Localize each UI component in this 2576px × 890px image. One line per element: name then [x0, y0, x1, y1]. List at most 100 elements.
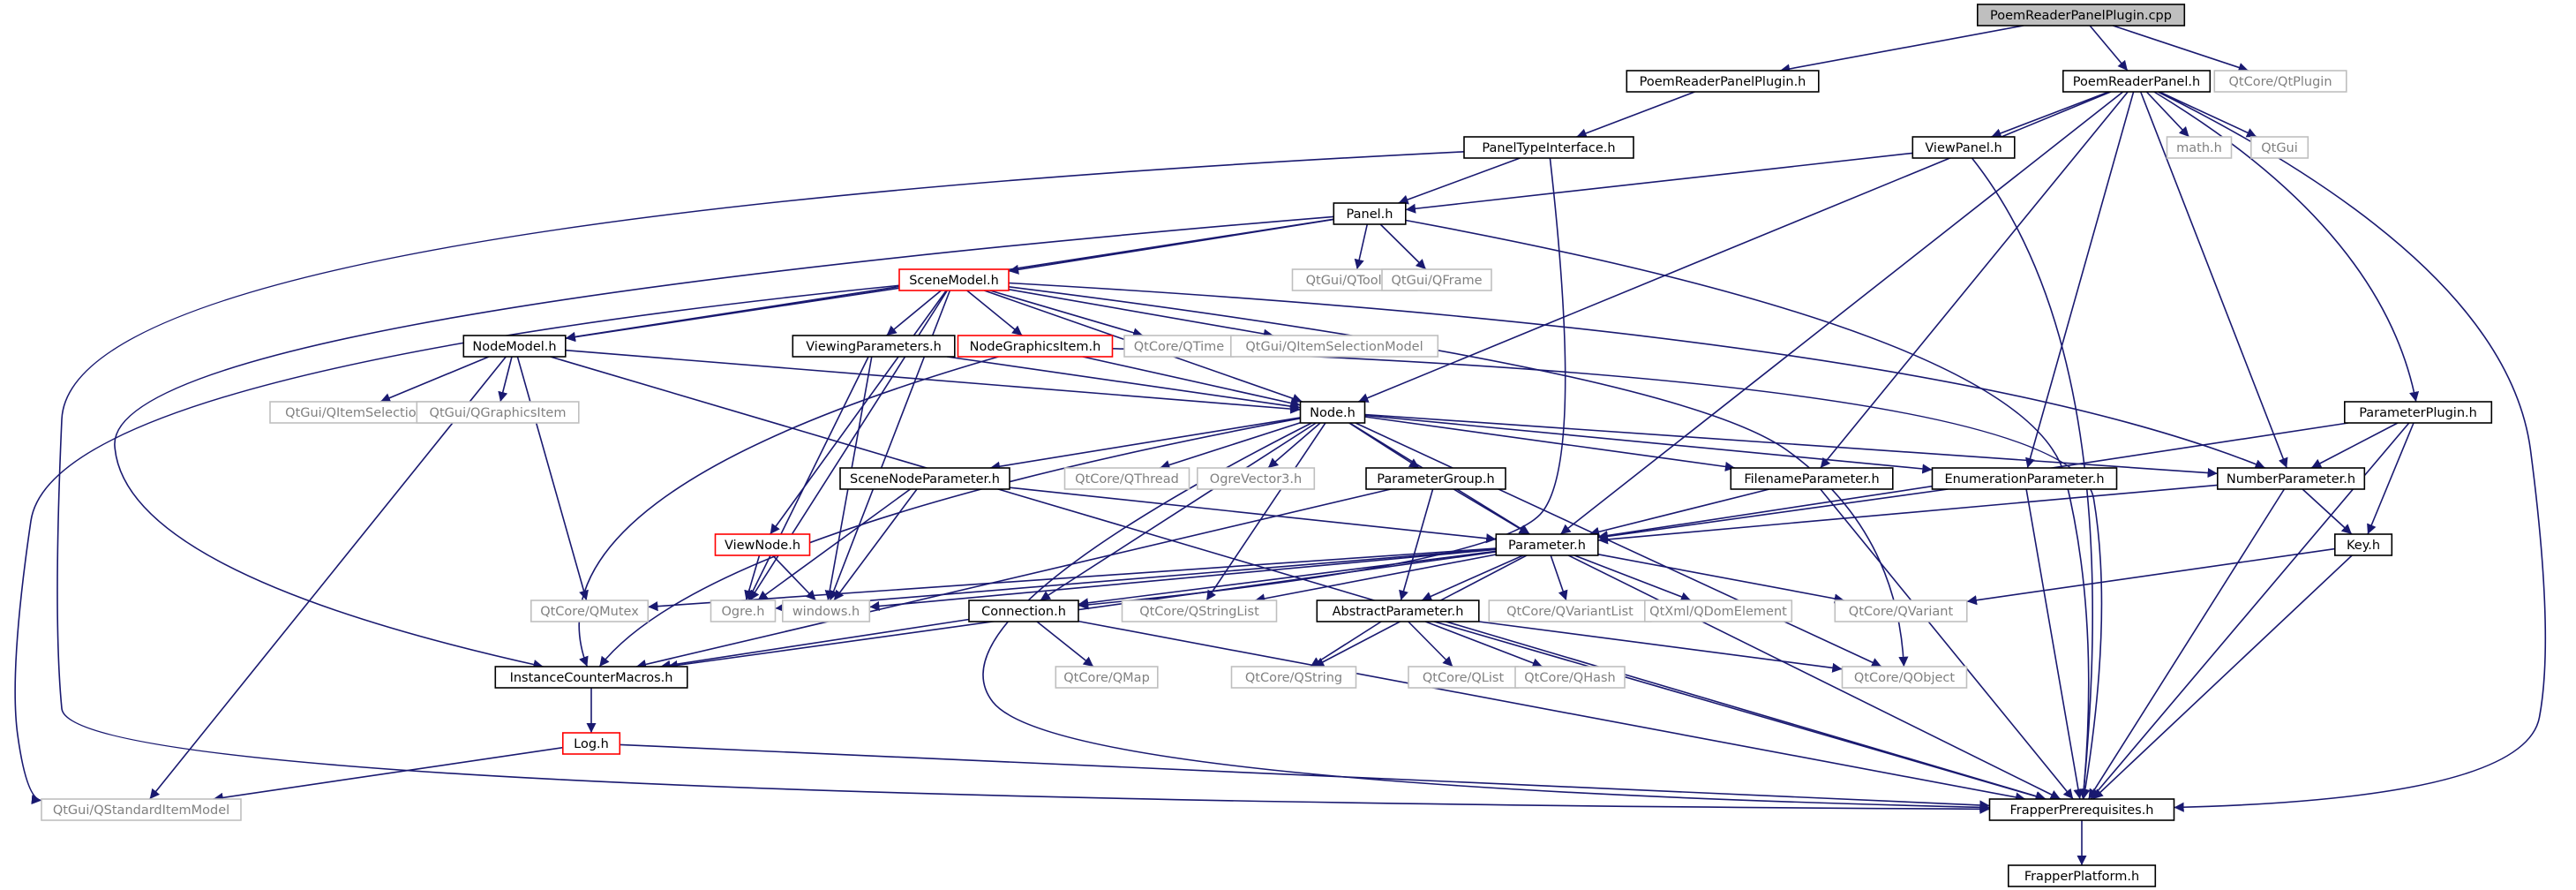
node-nodegraphicsitem-h[interactable]: NodeGraphicsItem.h: [957, 335, 1114, 358]
node-box: [1911, 136, 2016, 159]
edge-parameter_h-to-qtcore_qvariant: [1597, 554, 1844, 604]
node-frapperprerequisites-h[interactable]: FrapperPrerequisites.h: [1988, 798, 2175, 821]
node-qtgui[interactable]: QtGui: [2250, 136, 2309, 159]
edge-scenemodel_h-to-viewnode_h: [770, 290, 947, 535]
node-poemreaderpanelplugin-h[interactable]: PoemReaderPanelPlugin.h: [1626, 70, 1820, 93]
node-box: [1121, 600, 1278, 622]
node-label: PoemReaderPanel.h: [2073, 75, 2200, 89]
node-box: [1931, 467, 2118, 490]
edge-node_h-to-frapperprerequisites_h: [982, 422, 1990, 812]
node-scenemodel-h[interactable]: SceneModel.h: [898, 268, 1010, 291]
node-qtgui-qgraphicsitem[interactable]: QtGui/QGraphicsItem: [416, 401, 580, 424]
node-box: [1495, 533, 1599, 556]
node-box: [714, 533, 811, 556]
edge-abstractparameter_h-to-qtcore_qhash: [1424, 621, 1543, 668]
node-filenameparameter-h[interactable]: FilenameParameter.h: [1730, 467, 1894, 490]
edge-parametergroup_h-to-instancecountermacros_h: [635, 488, 1392, 669]
node-qtcore-qtplugin[interactable]: QtCore/QtPlugin: [2213, 70, 2347, 93]
edge-parameter_h-to-abstractparameter_h: [1421, 554, 1524, 601]
edge-connection_h-to-frapperprerequisites_h: [1078, 620, 2026, 803]
node-qtcore-qthread[interactable]: QtCore/QThread: [1063, 467, 1190, 490]
node-label: Parameter.h: [1508, 539, 1586, 553]
node-parameterplugin-h[interactable]: ParameterPlugin.h: [2344, 401, 2493, 424]
node-box: [839, 467, 1010, 490]
edge-scenemodel_h-to-viewingparameters_h: [886, 290, 942, 336]
node-numberparameter-h[interactable]: NumberParameter.h: [2217, 467, 2366, 490]
node-scenenodeparameter-h[interactable]: SceneNodeParameter.h: [839, 467, 1010, 490]
node-box: [1316, 600, 1480, 622]
node-viewnode-h[interactable]: ViewNode.h: [714, 533, 811, 556]
node-poemreaderpanelplugin-cpp[interactable]: PoemReaderPanelPlugin.cpp: [1977, 4, 2186, 26]
edge-parameter_h-to-qtcore_qstringlist: [1254, 554, 1497, 604]
node-qtcore-qstringlist[interactable]: QtCore/QStringList: [1121, 600, 1278, 622]
node-label: QtCore/QtPlugin: [2228, 75, 2332, 89]
node-label: QtGui/QToolBar: [1306, 274, 1404, 288]
node-label: SceneNodeParameter.h: [850, 472, 1000, 486]
node-qtcore-qstring[interactable]: QtCore/QString: [1230, 666, 1357, 689]
node-qtcore-qmap[interactable]: QtCore/QMap: [1055, 666, 1159, 689]
edge-connection_h-to-qtcore_qmap: [1036, 621, 1094, 668]
node-qtcore-qhash[interactable]: QtCore/QHash: [1514, 666, 1626, 689]
edge-connection_h-to-instancecountermacros_h: [660, 618, 970, 670]
node-label: QtCore/QVariantList: [1506, 605, 1633, 619]
node-poemreaderpanel-h[interactable]: PoemReaderPanel.h: [2062, 70, 2212, 93]
node-key-h[interactable]: Key.h: [2334, 533, 2393, 556]
node-viewpanel-h[interactable]: ViewPanel.h: [1911, 136, 2016, 159]
node-qtgui-qstandarditemmodel[interactable]: QtGui/QStandardItemModel: [41, 798, 242, 821]
node-label: QtGui/QFrame: [1391, 274, 1482, 288]
node-qtcore-qvariant[interactable]: QtCore/QVariant: [1834, 600, 1968, 622]
edge-panel_h-to-frapperprerequisites_h: [1405, 219, 2090, 800]
node-label: QtGui/QStandardItemModel: [53, 803, 229, 818]
node-nodemodel-h[interactable]: NodeModel.h: [462, 335, 567, 358]
node-ogre-h[interactable]: Ogre.h: [710, 600, 777, 622]
node-label: QtGui/QGraphicsItem: [430, 406, 567, 420]
node-instancecountermacros-h[interactable]: InstanceCounterMacros.h: [494, 666, 688, 689]
node-frapperplatform-h[interactable]: FrapperPlatform.h: [2008, 864, 2157, 887]
edge-parameterplugin_h-to-numberparameter_h: [2310, 422, 2399, 469]
edge-filenameparameter_h-to-frapperprerequisites_h: [1820, 488, 2074, 800]
node-qtcore-qlist[interactable]: QtCore/QList: [1408, 666, 1519, 689]
edge-nodemodel_h-to-qtgui_qitemselection: [379, 356, 490, 403]
edge-viewnode_h-to-ogre_h: [744, 554, 761, 601]
node-qtcore-qvariantlist[interactable]: QtCore/QVariantList: [1488, 600, 1652, 622]
edge-scenenodeparameter_h-to-ogre_h: [757, 488, 911, 601]
node-box: [957, 335, 1114, 358]
edge-scenemodel_h-to-qtcore_qobject: [1008, 286, 1909, 668]
node-parametergroup-h[interactable]: ParameterGroup.h: [1365, 467, 1506, 490]
node-log-h[interactable]: Log.h: [561, 732, 621, 755]
edge-poemreaderpanelplugin_cpp-to-poemreaderpanel_h: [2089, 25, 2129, 72]
node-windows-h[interactable]: windows.h: [781, 600, 871, 622]
node-ogrevector3-h[interactable]: OgreVector3.h: [1197, 467, 1316, 490]
node-box: [1988, 798, 2175, 821]
node-enumerationparameter-h[interactable]: EnumerationParameter.h: [1931, 467, 2118, 490]
node-label: InstanceCounterMacros.h: [510, 671, 673, 685]
node-qtcore-qmutex[interactable]: QtCore/QMutex: [529, 600, 650, 622]
node-qtxml-qdomelement[interactable]: QtXml/QDomElement: [1644, 600, 1793, 622]
node-paneltypeinterface-h[interactable]: PanelTypeInterface.h: [1463, 136, 1634, 159]
node-viewingparameters-h[interactable]: ViewingParameters.h: [792, 335, 956, 358]
edge-key_h-to-qtcore_qvariant: [1966, 547, 2335, 606]
edge-nodemodel_h-to-qtcore_qmutex: [516, 356, 589, 601]
node-node-h[interactable]: Node.h: [1299, 401, 1366, 424]
edge-abstractparameter_h-to-qtcore_qstring: [1310, 621, 1382, 668]
node-parameter-h[interactable]: Parameter.h: [1495, 533, 1599, 556]
node-label: QtGui/QItemSelectionModel: [1245, 340, 1423, 354]
node-label: QtCore/QThread: [1075, 472, 1179, 486]
edge-nodemodel_h-to-qtgui_qstandarditemmodel: [149, 356, 507, 800]
node-label: FrapperPrerequisites.h: [2009, 803, 2153, 818]
node-box: [1644, 600, 1793, 622]
edge-layer: [14, 25, 2547, 865]
edge-scenenodeparameter_h-to-windows_h: [833, 488, 918, 601]
node-qtgui-qframe[interactable]: QtGui/QFrame: [1381, 268, 1492, 291]
node-panel-h[interactable]: Panel.h: [1333, 202, 1407, 225]
node-qtcore-qtime[interactable]: QtCore/QTime: [1123, 335, 1235, 358]
node-box: [2344, 401, 2493, 424]
node-qtgui-qitemselection[interactable]: QtGui/QItemSelection: [269, 401, 440, 424]
edge-abstractparameter_h-to-qtcore_qobject: [1478, 621, 1843, 673]
node-abstractparameter-h[interactable]: AbstractParameter.h: [1316, 600, 1480, 622]
node-qtgui-qitemselectionmodel[interactable]: QtGui/QItemSelectionModel: [1230, 335, 1439, 358]
node-connection-h[interactable]: Connection.h: [968, 600, 1079, 622]
node-box: [1230, 335, 1439, 358]
node-qtcore-qobject[interactable]: QtCore/QObject: [1841, 666, 1968, 689]
node-math-h[interactable]: math.h: [2166, 136, 2233, 159]
